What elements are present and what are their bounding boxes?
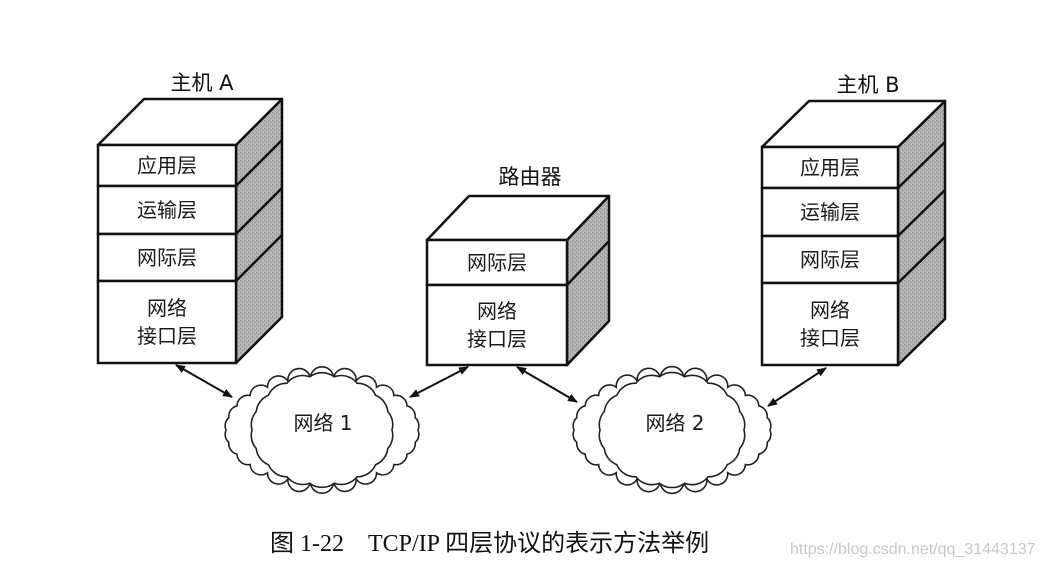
layer-label: 网际层 — [137, 246, 197, 270]
layer-1: 网际层 — [425, 238, 569, 287]
cloud-outline — [598, 371, 746, 489]
layer-box — [760, 281, 900, 367]
host-a-to-network-1-arrow — [175, 364, 233, 398]
layer-1: 应用层 — [96, 143, 238, 188]
network-2-to-host-b-arrow — [767, 367, 827, 407]
cloud-outline — [250, 371, 394, 489]
layer-box — [96, 279, 238, 365]
layer-label: 网络 — [147, 296, 187, 320]
layer-label: 运输层 — [137, 198, 197, 222]
layer-3: 网际层 — [96, 232, 238, 283]
layer-label: 网络 — [810, 298, 850, 322]
host-b-title: 主机 B — [836, 73, 899, 97]
layer-label: 网际层 — [800, 248, 860, 272]
layer-3: 网际层 — [760, 234, 900, 285]
router-to-network-2-arrow — [516, 366, 578, 403]
layer-box — [96, 143, 238, 188]
layer-seam — [235, 139, 283, 187]
network-1-to-router-arrow — [409, 366, 469, 398]
layer-label: 网络 — [477, 299, 517, 323]
layer-box — [425, 238, 569, 287]
layer-seam — [235, 187, 283, 235]
host-a-title: 主机 A — [170, 71, 234, 95]
layer-box — [96, 232, 238, 283]
layer-label: 接口层 — [800, 326, 860, 350]
network-2-label: 网络 2 — [645, 411, 704, 435]
connection-arrows — [175, 364, 827, 407]
layer-label: 网际层 — [467, 251, 527, 275]
layer-2: 运输层 — [96, 184, 238, 236]
layer-label: 运输层 — [800, 200, 860, 224]
layer-seam — [897, 236, 946, 284]
router-title: 路由器 — [499, 165, 562, 189]
watermark: https://blog.csdn.net/qq_31443137 — [790, 541, 1036, 558]
layer-label: 接口层 — [137, 324, 197, 348]
layer-box — [760, 234, 900, 285]
network-1-label: 网络 1 — [293, 411, 352, 435]
network-1-cloud — [224, 366, 420, 494]
layer-label: 应用层 — [137, 154, 197, 178]
layer-box — [760, 145, 900, 190]
network-clouds — [224, 365, 772, 495]
layer-label: 接口层 — [467, 327, 527, 351]
layer-seam — [897, 141, 946, 189]
layer-2: 运输层 — [760, 186, 900, 238]
layer-box — [425, 283, 569, 367]
layer-seam — [897, 189, 946, 237]
figure-caption: 图 1-22 TCP/IP 四层协议的表示方法举例 — [270, 530, 709, 557]
layer-seam — [566, 240, 610, 286]
layer-label: 应用层 — [800, 156, 860, 180]
layer-1: 应用层 — [760, 145, 900, 190]
network-2-cloud — [572, 365, 772, 495]
layer-seam — [235, 234, 283, 282]
